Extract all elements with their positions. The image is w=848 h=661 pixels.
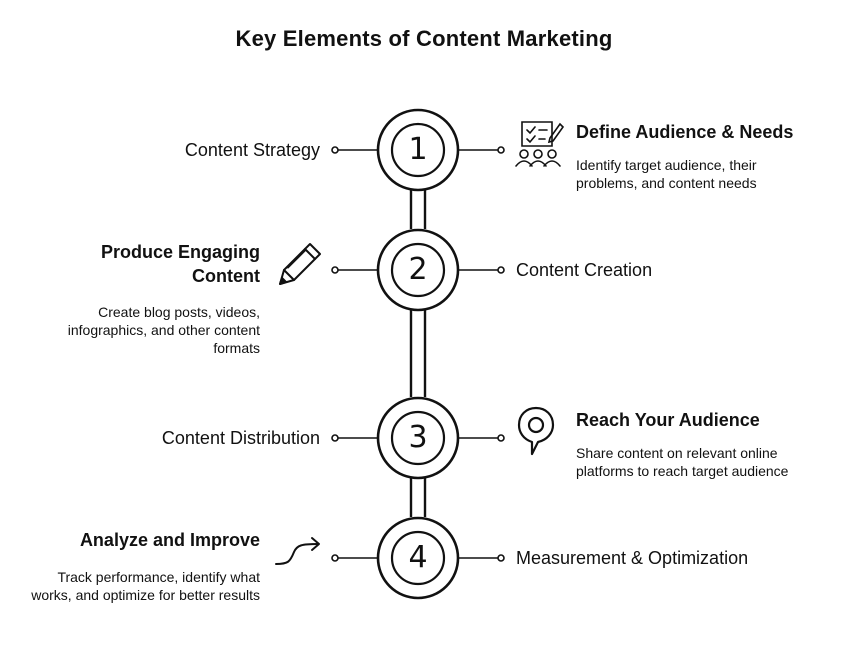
step-4-heading: Analyze and Improve <box>79 530 260 550</box>
step-3-label: Content Distribution <box>161 428 320 448</box>
step-1-number: 1 <box>408 132 428 167</box>
timeline-spine <box>409 190 427 517</box>
step-4-label: Measurement & Optimization <box>516 548 749 568</box>
step-1-label: Content Strategy <box>184 140 320 160</box>
pen-icon <box>272 238 326 297</box>
step-2-heading: Produce Engaging Content <box>100 242 260 286</box>
page-title: Key Elements of Content Marketing <box>235 26 613 51</box>
step-1-description: Identify target audience, their problems… <box>576 157 757 191</box>
step-1-heading: Define Audience & Needs <box>576 122 794 142</box>
step-4-number: 4 <box>408 540 428 575</box>
step-4-description: Track performance, identify what works, … <box>31 569 260 603</box>
arrow-curve-icon <box>272 534 326 579</box>
step-2-label: Content Creation <box>516 260 653 280</box>
step-3-heading: Reach Your Audience <box>576 410 760 430</box>
step-2-circle <box>376 228 460 312</box>
step-2-number: 2 <box>408 252 428 287</box>
location-pin-icon <box>516 404 556 463</box>
audience-checklist-icon <box>512 118 566 175</box>
step-2-description: Create blog posts, videos, infographics,… <box>67 304 260 356</box>
step-3-description: Share content on relevant online platfor… <box>576 445 789 479</box>
step-3-number: 3 <box>408 420 428 455</box>
